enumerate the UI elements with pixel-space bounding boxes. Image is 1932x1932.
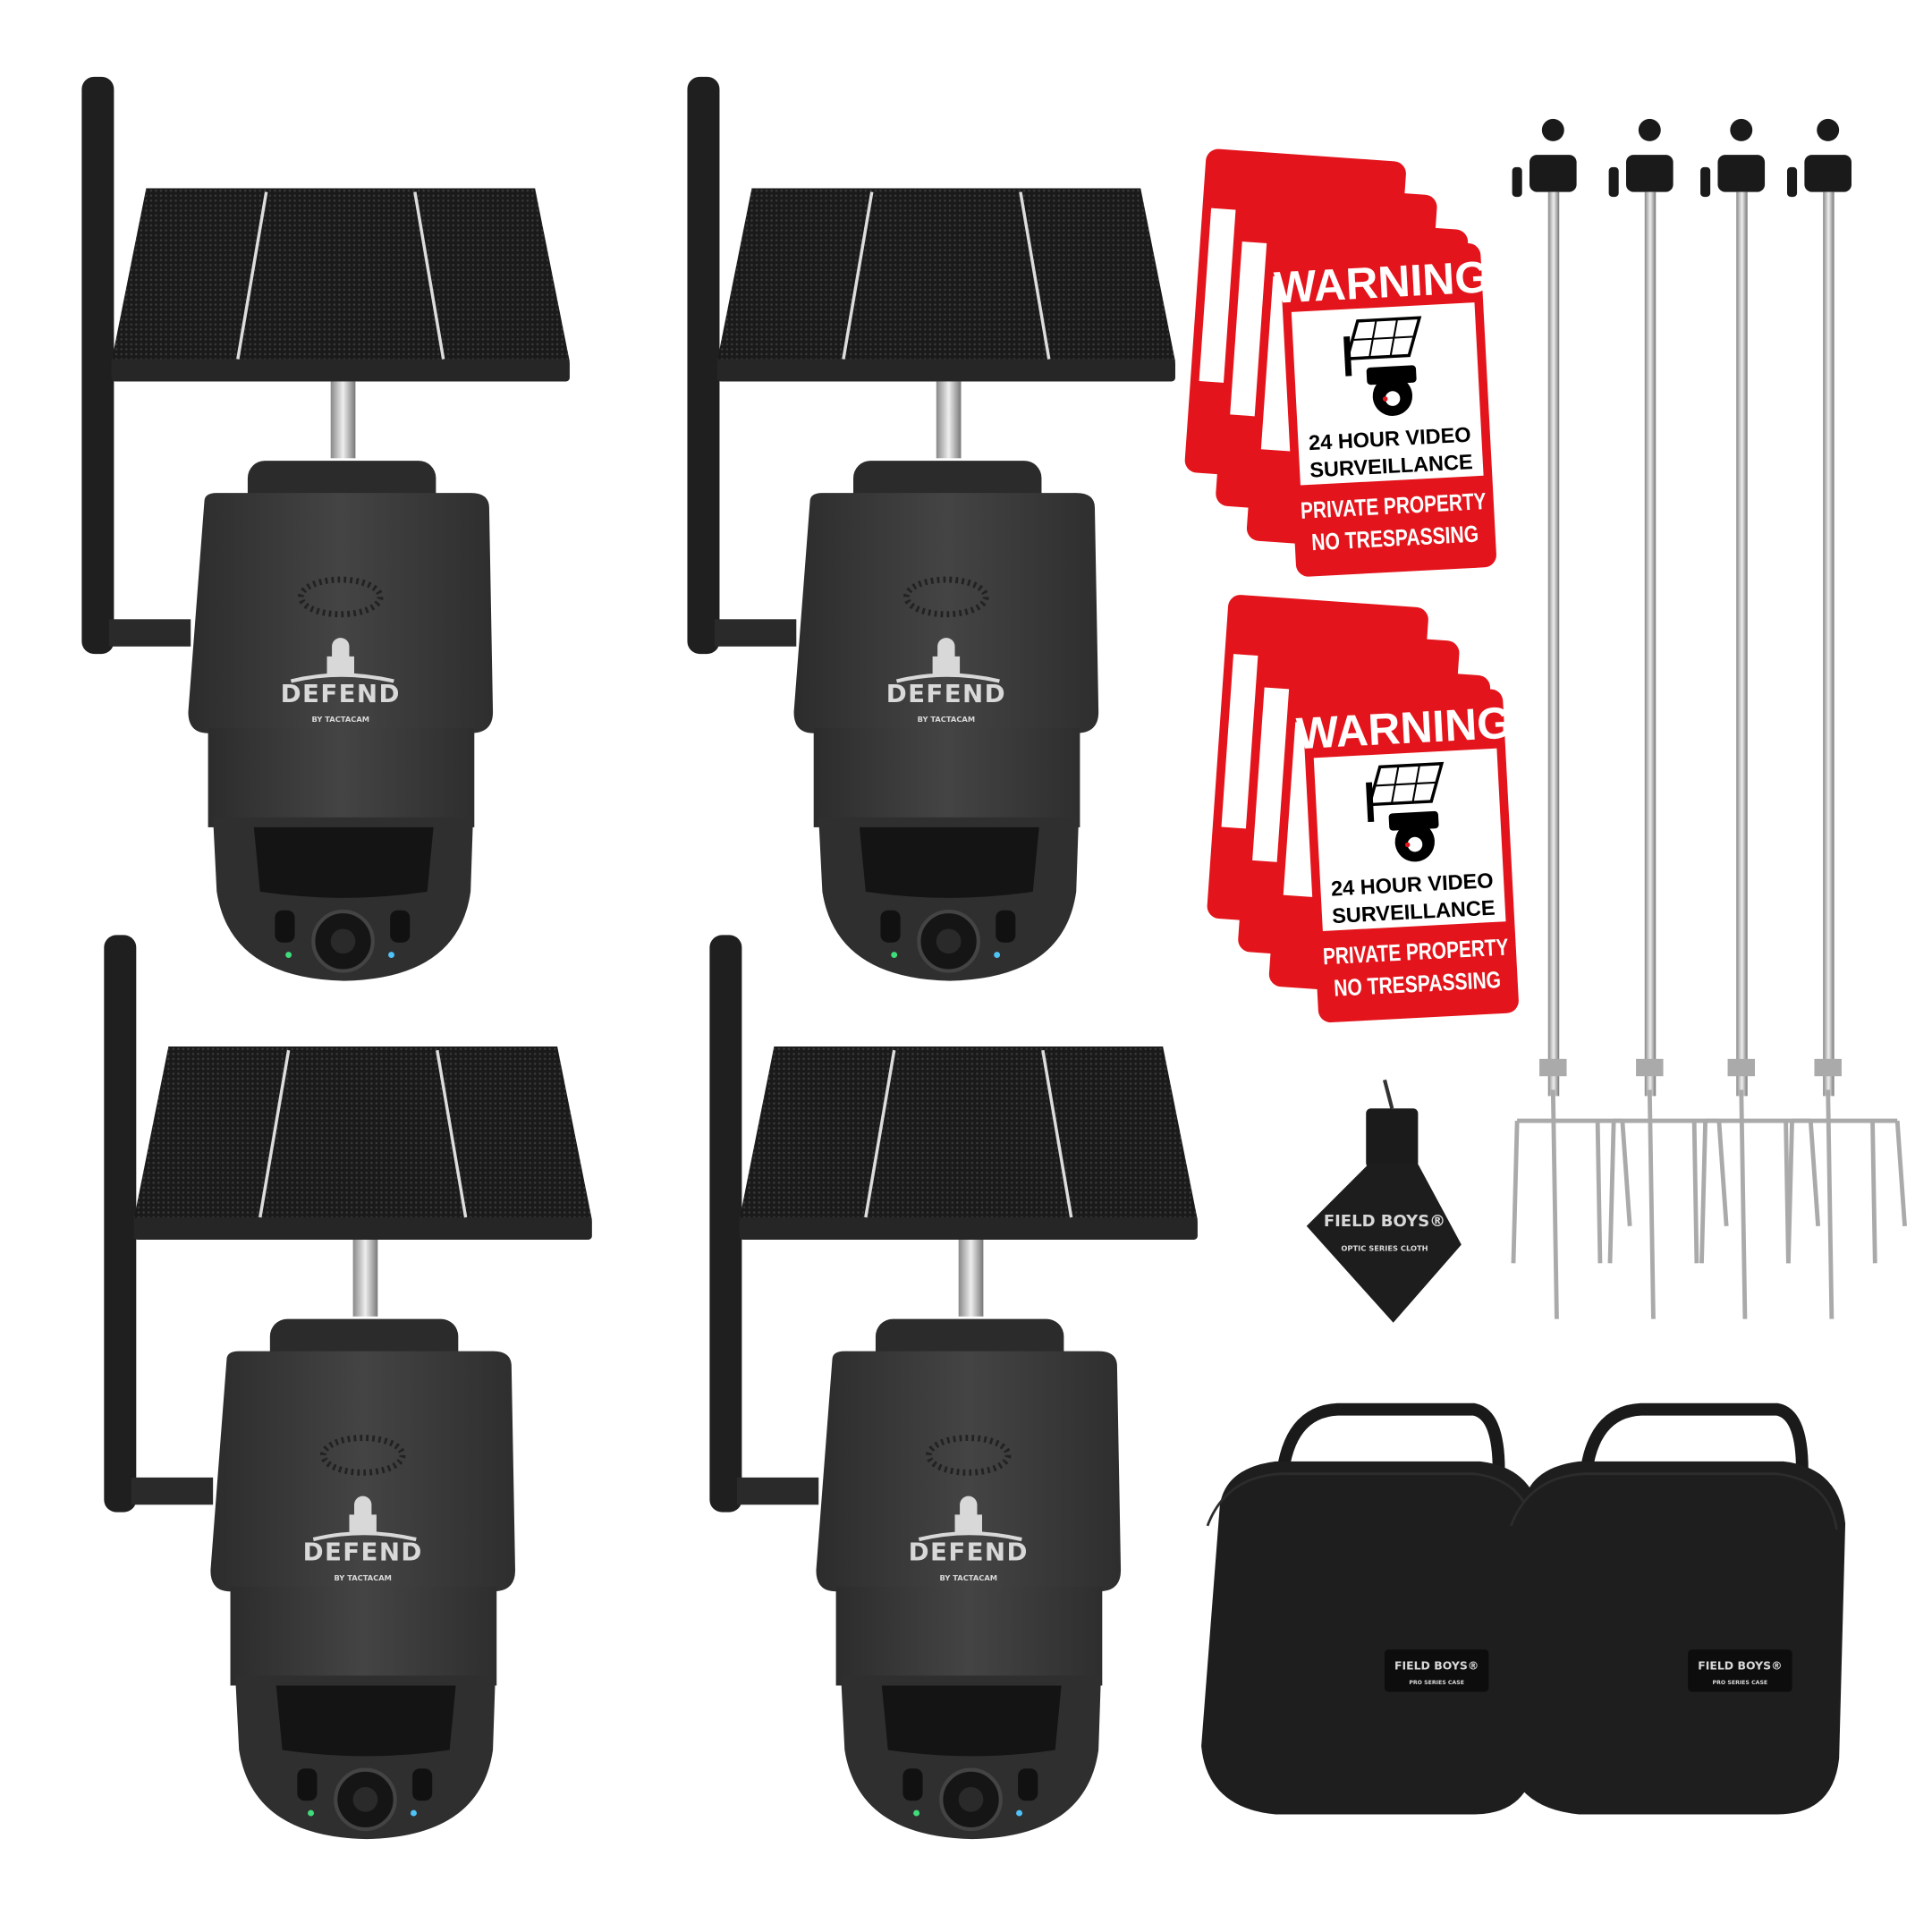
antenna: [687, 76, 720, 655]
camera-tagline: BY TACTACAM: [918, 715, 976, 724]
antenna-connector: [714, 619, 797, 647]
case-brand: FIELD BOYS®: [1394, 1658, 1479, 1672]
mount-screw: [330, 381, 356, 459]
solar-panel-frame: [716, 359, 1175, 382]
solar-panel: [739, 1046, 1198, 1220]
case-brand: FIELD BOYS®: [1698, 1658, 1782, 1672]
status-led-blue: [388, 952, 394, 958]
ground-stake: [1511, 118, 1632, 1319]
mount-screw: [958, 1240, 984, 1317]
camera-body: [793, 493, 1099, 733]
solar-camera: DEFEND BY TACTACAM: [709, 935, 1198, 1840]
lens-cloth: FIELD BOYS® OPTIC SERIES CLOTH: [1306, 1079, 1462, 1323]
case-sub: PRO SERIES CASE: [1409, 1680, 1464, 1686]
status-led-blue: [1016, 1809, 1022, 1817]
status-led-green: [285, 952, 292, 958]
antenna: [81, 76, 114, 655]
solar-panel: [716, 188, 1175, 362]
mount-screw: [936, 381, 962, 459]
carrying-case: FIELD BOYS® PRO SERIES CASE: [1504, 1402, 1846, 1815]
camera-brand: DEFEND: [303, 1538, 423, 1567]
antenna: [104, 935, 137, 1513]
camera-body: [210, 1351, 515, 1592]
camera-solar-icon: [1343, 316, 1422, 416]
warning-sign-pack: WARNING 24 HOUR VIDEO SURVEILLANCE PRIVA…: [1184, 148, 1519, 1023]
camera-brand: DEFEND: [281, 679, 401, 708]
camera-tagline: BY TACTACAM: [312, 715, 370, 724]
solar-panel-frame: [111, 359, 570, 382]
camera-tagline: BY TACTACAM: [334, 1573, 392, 1582]
lock-icon: [932, 638, 961, 674]
solar-panel: [111, 188, 570, 362]
cloth-sub: OPTIC SERIES CLOTH: [1341, 1243, 1428, 1252]
antenna: [709, 935, 742, 1513]
speaker-grille: [298, 576, 384, 618]
solar-panel-frame: [133, 1217, 592, 1240]
lock-icon: [349, 1496, 377, 1532]
status-led-green: [891, 952, 898, 958]
camera-brand: DEFEND: [909, 1538, 1029, 1567]
status-led-green: [308, 1809, 314, 1817]
ground-stake: [1607, 118, 1729, 1319]
solar-camera: DEFEND BY TACTACAM: [81, 76, 570, 981]
solar-panel: [133, 1046, 592, 1220]
warning-sign: WARNING 24 HOUR VIDEO SURVEILLANCE PRIVA…: [1273, 243, 1496, 577]
mount-screw: [352, 1240, 378, 1317]
antenna-connector: [736, 1477, 819, 1505]
ground-stake: [1699, 118, 1821, 1319]
solar-camera: DEFEND BY TACTACAM: [104, 935, 592, 1840]
camera-brand: DEFEND: [886, 679, 1006, 708]
status-led-green: [913, 1809, 920, 1817]
antenna-connector: [131, 1477, 214, 1505]
camera-body: [816, 1351, 1122, 1592]
solar-camera: DEFEND BY TACTACAM: [687, 76, 1175, 981]
sign-title: WARNING: [1273, 251, 1490, 313]
cloth-brand: FIELD BOYS®: [1324, 1212, 1445, 1231]
ground-stake: [1785, 118, 1907, 1319]
warning-sign: WARNING 24 HOUR VIDEO SURVEILLANCE PRIVA…: [1295, 689, 1519, 1023]
sign-title: WARNING: [1295, 698, 1513, 759]
speaker-grille: [903, 576, 989, 618]
speaker-grille: [926, 1435, 1012, 1476]
case-sub: PRO SERIES CASE: [1713, 1680, 1768, 1686]
status-led-blue: [994, 952, 1001, 958]
antenna-connector: [108, 619, 191, 647]
camera-body: [188, 493, 494, 733]
status-led-blue: [411, 1809, 417, 1817]
solar-panel-frame: [739, 1217, 1198, 1240]
carrying-case: FIELD BOYS® PRO SERIES CASE: [1201, 1402, 1542, 1815]
lock-icon: [954, 1496, 982, 1532]
speaker-grille: [319, 1435, 406, 1476]
camera-solar-icon: [1366, 761, 1445, 862]
camera-tagline: BY TACTACAM: [940, 1573, 998, 1582]
lock-icon: [326, 638, 354, 674]
